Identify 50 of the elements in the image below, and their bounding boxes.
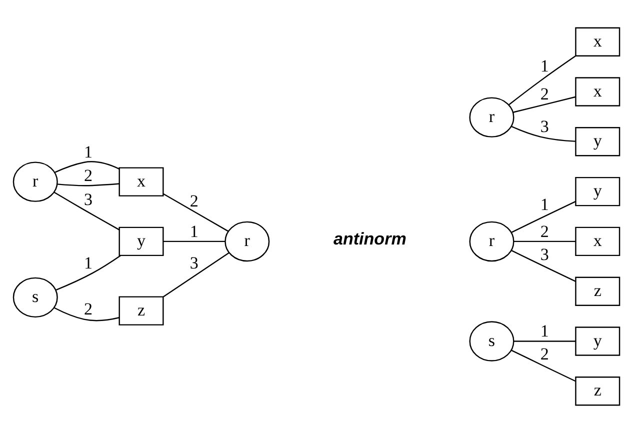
node-ellipse: s — [12, 276, 58, 318]
edge-label: 3 — [190, 252, 198, 272]
connector — [54, 191, 120, 230]
node-ellipse: s — [469, 320, 514, 361]
edge-label: 2 — [540, 221, 549, 240]
node-box: y — [118, 226, 164, 256]
connector — [514, 340, 576, 342]
connector — [163, 192, 228, 232]
node-box: z — [575, 276, 620, 306]
connector — [57, 182, 120, 186]
node-ellipse: r — [224, 220, 270, 262]
node-box: z — [118, 296, 164, 325]
edge-label: 2 — [540, 344, 549, 364]
connector — [511, 349, 576, 382]
connector — [511, 200, 576, 232]
edge-label: 1 — [84, 142, 93, 162]
node-box: y — [575, 176, 620, 206]
label: antinorm — [334, 229, 406, 248]
connector — [508, 55, 576, 105]
node-box: x — [575, 26, 620, 56]
edge-label: 2 — [84, 165, 93, 184]
node-box: x — [118, 166, 164, 196]
edge-label: 2 — [540, 84, 549, 103]
node-ellipse: r — [12, 161, 58, 202]
node-box: y — [575, 326, 620, 356]
connector — [511, 125, 576, 142]
node-ellipse: r — [469, 96, 514, 137]
node-box: y — [575, 126, 620, 156]
node-ellipse: r — [469, 220, 514, 262]
edge-label: 1 — [540, 321, 549, 340]
node-box: z — [575, 376, 620, 406]
connector — [511, 249, 576, 282]
node-box: x — [575, 226, 620, 256]
edge-label: 1 — [540, 56, 549, 75]
edge-label: 3 — [84, 190, 93, 209]
edge-label: 2 — [190, 190, 198, 210]
connector — [514, 240, 576, 242]
connector — [54, 306, 120, 321]
connector — [54, 160, 120, 172]
edge-label: 1 — [84, 252, 93, 272]
connector — [56, 254, 121, 290]
connector — [163, 252, 230, 297]
edge-label: 1 — [540, 194, 549, 214]
node-box: x — [575, 76, 620, 106]
edge-label: 3 — [540, 244, 549, 264]
connector — [513, 96, 576, 112]
connector — [163, 240, 225, 242]
edge-label: 3 — [540, 116, 549, 136]
edge-label: 2 — [84, 299, 93, 318]
edge-label: 1 — [190, 221, 198, 240]
